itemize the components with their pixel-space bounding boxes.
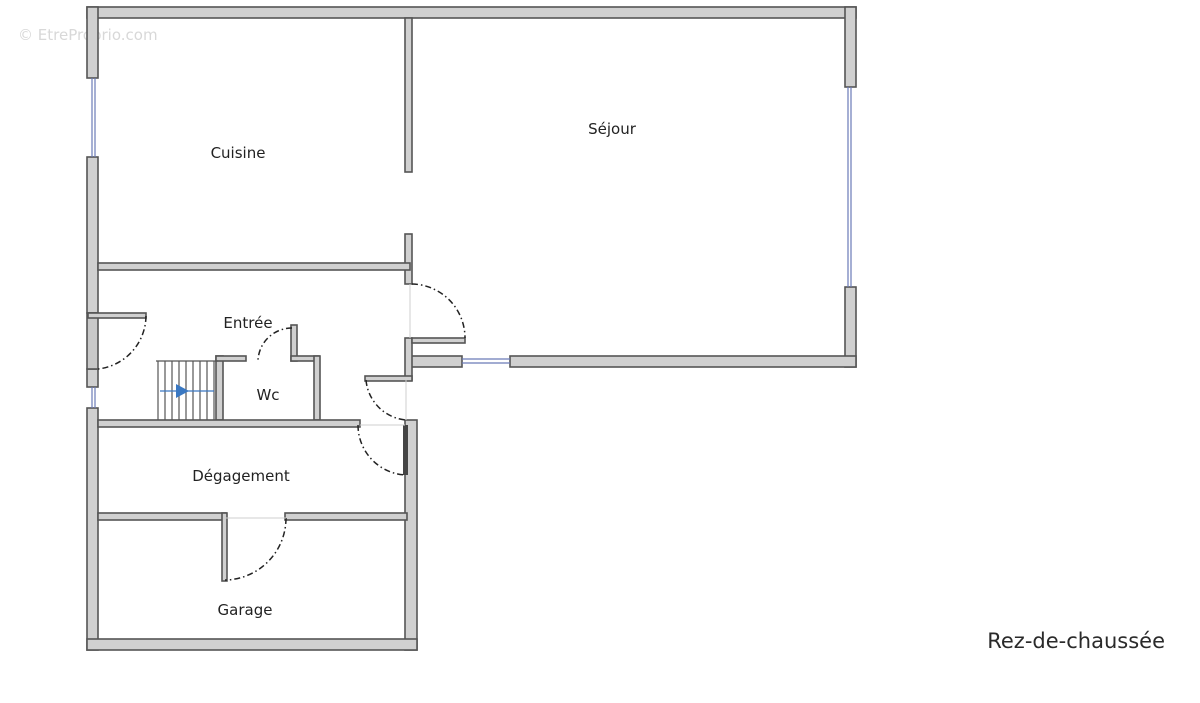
room-label-wc: Wc bbox=[256, 386, 279, 404]
door-openings bbox=[226, 284, 411, 519]
door-swings bbox=[97, 283, 466, 581]
room-label-entree: Entrée bbox=[223, 314, 272, 332]
stair-arrow-icon bbox=[176, 384, 189, 398]
room-label-sejour: Séjour bbox=[588, 120, 637, 138]
walls bbox=[86, 6, 857, 651]
floor-title: Rez-de-chaussée bbox=[987, 629, 1165, 653]
staircase bbox=[156, 360, 218, 420]
room-label-degagement: Dégagement bbox=[192, 467, 290, 485]
room-label-cuisine: Cuisine bbox=[211, 144, 266, 162]
windows bbox=[91, 78, 852, 408]
room-label-garage: Garage bbox=[218, 601, 273, 619]
